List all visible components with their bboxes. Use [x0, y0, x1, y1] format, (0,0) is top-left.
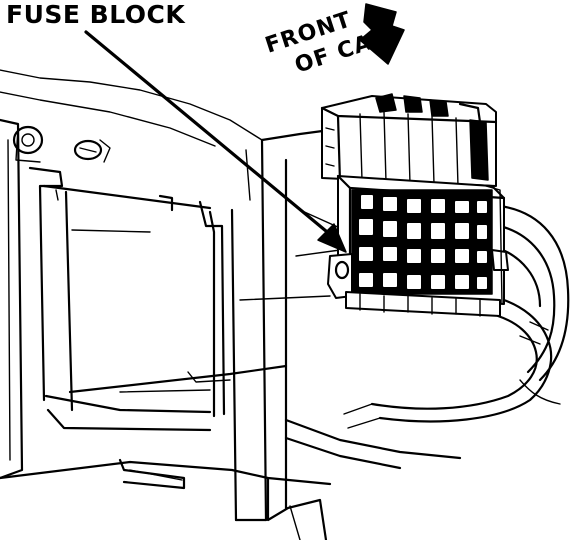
- fuse-block: [320, 93, 509, 317]
- callout-arrow: [84, 30, 347, 253]
- fuse-cells: [351, 189, 493, 295]
- fuse-block-callout-label: FUSE BLOCK: [6, 0, 186, 29]
- instrument-panel-structure: [0, 69, 462, 540]
- front-direction-arrow-icon: [359, 3, 405, 65]
- wire-harness: [343, 204, 570, 429]
